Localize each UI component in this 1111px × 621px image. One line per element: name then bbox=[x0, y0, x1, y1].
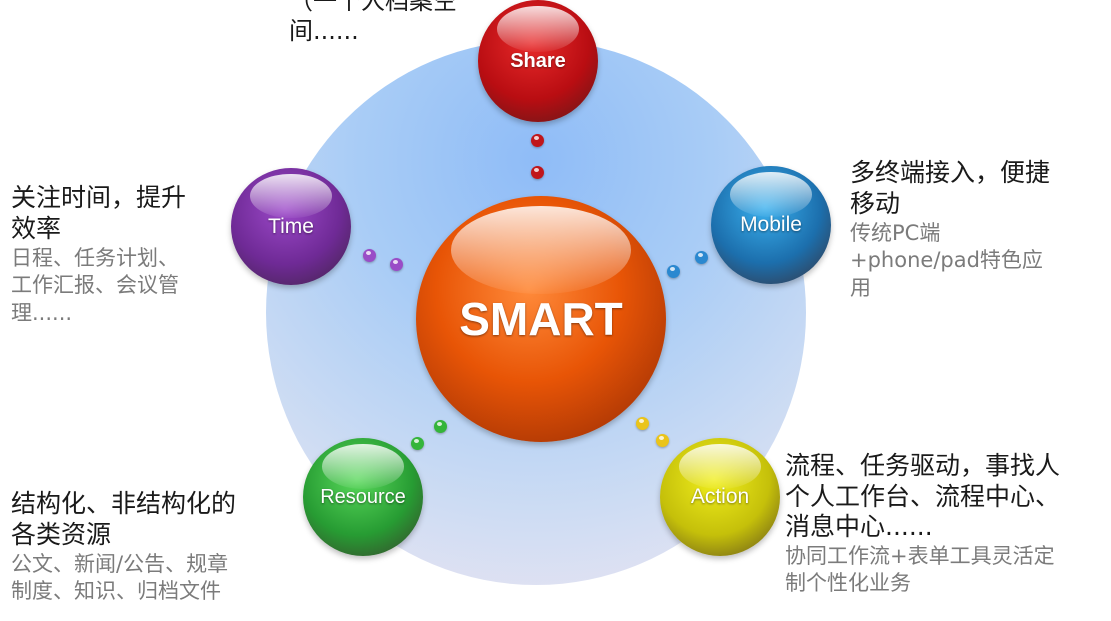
resource-caption-desc-line: 制度、知识、归档文件 bbox=[11, 579, 221, 604]
time-caption-desc-line: 理...... bbox=[11, 300, 73, 325]
action-caption-desc-line: 协同工作流+表单工具灵活定 bbox=[785, 543, 1055, 568]
time-caption-desc-line: 工作汇报、会议管 bbox=[11, 273, 179, 298]
connector-dot-resource bbox=[434, 420, 447, 433]
smart-center-sphere: SMART bbox=[416, 196, 666, 442]
action-caption-title-line: 消息中心...... bbox=[785, 512, 933, 541]
action-caption-title-line: 流程、任务驱动，事找人 bbox=[785, 451, 1061, 480]
time-caption: 关注时间，提升 效率 日程、任务计划、 工作汇报、会议管 理...... bbox=[11, 182, 223, 328]
mobile-sphere: Mobile bbox=[711, 166, 831, 284]
mobile-caption: 多终端接入，便捷 移动 传统PC端 +phone/pad特色应 用 bbox=[850, 157, 1095, 303]
mobile-caption-desc-line: +phone/pad特色应 bbox=[850, 248, 1043, 273]
resource-caption: 结构化、非结构化的 各类资源 公文、新闻/公告、规章 制度、知识、归档文件 bbox=[11, 488, 293, 606]
time-label: Time bbox=[268, 214, 314, 238]
smart-label: SMART bbox=[459, 293, 623, 345]
mobile-label: Mobile bbox=[740, 213, 802, 236]
action-caption-desc-line: 制个性化业务 bbox=[785, 571, 911, 596]
share-sphere: Share bbox=[478, 0, 598, 122]
action-caption: 流程、任务驱动，事找人 个人工作台、流程中心、 消息中心...... 协同工作流… bbox=[785, 451, 1111, 598]
connector-dot-mobile bbox=[667, 265, 680, 278]
time-caption-title-line: 效率 bbox=[11, 214, 62, 244]
resource-caption-title-line: 结构化、非结构化的 bbox=[11, 489, 237, 518]
share-caption-title: （一个人档案空间...... bbox=[289, 0, 457, 45]
connector-dot-resource bbox=[411, 437, 424, 450]
time-caption-desc-line: 日程、任务计划、 bbox=[11, 245, 179, 270]
resource-label: Resource bbox=[320, 485, 406, 508]
mobile-caption-title-line: 多终端接入，便捷 bbox=[850, 158, 1051, 187]
resource-caption-desc-line: 公文、新闻/公告、规章 bbox=[11, 551, 229, 576]
share-caption: （一个人档案空间...... bbox=[289, 0, 509, 46]
mobile-caption-title-line: 移动 bbox=[850, 189, 901, 219]
share-label: Share bbox=[510, 49, 566, 72]
mobile-caption-desc-line: 传统PC端 bbox=[850, 220, 941, 245]
action-label: Action bbox=[690, 485, 750, 508]
connector-dot-action bbox=[656, 434, 669, 447]
resource-caption-title-line: 各类资源 bbox=[11, 520, 112, 550]
action-caption-title-line: 个人工作台、流程中心、 bbox=[785, 481, 1061, 511]
connector-dot-share bbox=[531, 166, 544, 179]
connector-dot-action bbox=[636, 417, 649, 430]
resource-sphere: Resource bbox=[303, 438, 423, 556]
connector-dot-time bbox=[390, 258, 403, 271]
mobile-caption-desc-line: 用 bbox=[850, 275, 871, 300]
connector-dot-share bbox=[531, 134, 544, 147]
connector-dot-time bbox=[363, 249, 376, 262]
connector-dot-mobile bbox=[695, 251, 708, 264]
action-sphere: Action bbox=[660, 438, 780, 556]
time-caption-title-line: 关注时间，提升 bbox=[11, 183, 187, 212]
time-sphere: Time bbox=[231, 168, 351, 285]
